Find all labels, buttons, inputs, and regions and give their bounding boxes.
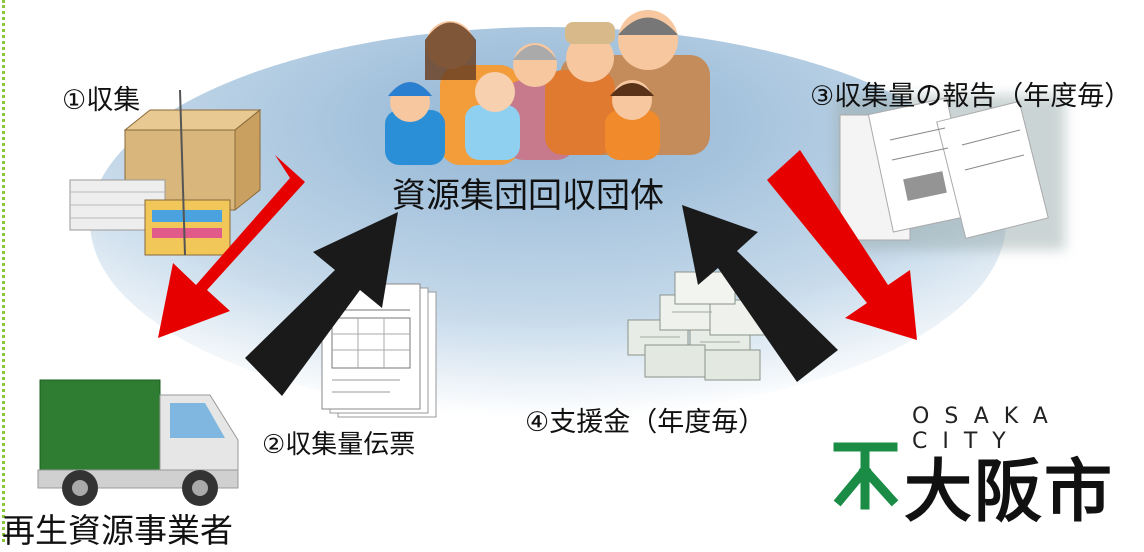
family-illustration	[385, 10, 710, 165]
osaka-city-logo-en: OSAKA CITY	[912, 404, 1063, 454]
osaka-city-mark-icon	[833, 442, 899, 510]
arrow-report-to-city	[767, 150, 917, 340]
label-collection: ①収集	[62, 85, 141, 116]
arrow-subsidy-to-group	[682, 205, 838, 382]
report-documents-icon	[835, 95, 1065, 250]
label-report: ③収集量の報告（年度毎）	[810, 81, 1132, 112]
truck-icon	[37, 379, 239, 506]
label-subsidy: ④支援金（年度毎）	[525, 407, 766, 438]
recyclables-bundle-icon	[69, 89, 262, 256]
osaka-city-logo-ja: 大阪市	[904, 453, 1115, 532]
arrow-slip-to-group	[245, 212, 398, 396]
label-recycler: 再生資源事業者	[2, 511, 233, 550]
dotted-border	[2, 0, 5, 542]
label-collection-group: 資源集団回収団体	[392, 176, 664, 216]
label-collection-slip: ②収集量伝票	[262, 430, 416, 460]
arrow-collection	[158, 155, 305, 338]
